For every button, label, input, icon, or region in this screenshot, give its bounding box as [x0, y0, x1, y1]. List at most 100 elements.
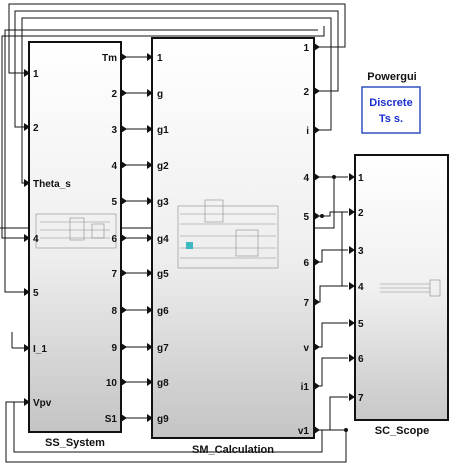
sm-calculation-input-port[interactable]: [147, 125, 153, 133]
ss-system-input-label: 4: [33, 234, 39, 245]
sm-calculation-output-label: i1: [301, 382, 310, 393]
powergui-mode: Discrete: [369, 97, 412, 109]
sc-scope-input-port[interactable]: [349, 319, 355, 327]
sc-scope-input-port[interactable]: [349, 246, 355, 254]
sm-calculation-output-port[interactable]: [314, 212, 320, 220]
powergui-sample-time: Ts s.: [379, 113, 403, 125]
ss-system-input-port[interactable]: [24, 288, 30, 296]
powergui-title: Powergui: [367, 71, 417, 83]
ss-system-output-port[interactable]: [121, 125, 127, 133]
sc-scope-input-port[interactable]: [349, 393, 355, 401]
ss-system-input-label: I_1: [33, 344, 47, 355]
sm-calculation-output-label: v1: [298, 426, 310, 437]
ss-system-output-label: S1: [105, 414, 118, 425]
ss-system-output-label: Tm: [102, 53, 117, 64]
sc-scope-input-port[interactable]: [349, 208, 355, 216]
sm-calculation-input-label: g7: [157, 343, 169, 354]
sm-calculation-input-label: g1: [157, 125, 169, 136]
sc-scope-input-port[interactable]: [349, 282, 355, 290]
ss-system-input-port[interactable]: [24, 398, 30, 406]
sc-scope-title: SC_Scope: [375, 425, 429, 437]
sc-scope-input-port[interactable]: [349, 173, 355, 181]
ss-system-output-label: 9: [111, 343, 117, 354]
sm-calculation-output-port[interactable]: [314, 343, 320, 351]
sm-calculation-title: SM_Calculation: [192, 444, 274, 456]
ss-system-output-port[interactable]: [121, 343, 127, 351]
ss-system-output-label: 7: [111, 269, 117, 280]
sm-calculation-input-label: g3: [157, 197, 169, 208]
ss-system-output-port[interactable]: [121, 89, 127, 97]
sm-calculation-output-label: 5: [303, 212, 309, 223]
sc-scope-input-label: 5: [358, 319, 364, 330]
sm-calculation-input-port[interactable]: [147, 378, 153, 386]
sm-calculation-input-port[interactable]: [147, 269, 153, 277]
sm-calculation-output-label: i: [306, 126, 309, 137]
ss-system-output-port[interactable]: [121, 378, 127, 386]
sm-calculation-input-port[interactable]: [147, 306, 153, 314]
ss-system-input-label: Theta_s: [33, 179, 71, 190]
ss-system-output-port[interactable]: [121, 197, 127, 205]
ss-system-preview: [35, 213, 117, 249]
ss-system-output-port[interactable]: [121, 306, 127, 314]
ss-system-output-port[interactable]: [121, 234, 127, 242]
sc-scope-input-label: 7: [358, 393, 364, 404]
sm-calculation-output-port[interactable]: [314, 43, 320, 51]
ss-system-output-label: 10: [106, 378, 118, 389]
sm-calculation-input-port[interactable]: [147, 53, 153, 61]
ss-system-input-port[interactable]: [24, 123, 30, 131]
ss-system-input-port[interactable]: [24, 179, 30, 187]
ss-system-output-port[interactable]: [121, 269, 127, 277]
powergui-block[interactable]: Powergui Discrete Ts s.: [361, 71, 421, 134]
sm-calculation-input-label: g2: [157, 161, 169, 172]
ss-system-input-port[interactable]: [24, 234, 30, 242]
sm-calculation-input-port[interactable]: [147, 161, 153, 169]
ss-system-output-label: 3: [111, 125, 117, 136]
sc-scope-input-label: 6: [358, 354, 364, 365]
sm-calculation-output-label: 4: [303, 173, 309, 184]
sc-scope-input-label: 2: [358, 208, 364, 219]
sm-calculation-input-port[interactable]: [147, 89, 153, 97]
sm-calculation-output-port[interactable]: [314, 126, 320, 134]
ss-system-input-label: Vpv: [33, 398, 52, 409]
sm-calculation-output-port[interactable]: [314, 258, 320, 266]
ss-system-output-port[interactable]: [121, 161, 127, 169]
sm-calculation-input-label: g: [157, 89, 163, 100]
sm-calculation-output-port[interactable]: [314, 426, 320, 434]
sm-calculation-input-port[interactable]: [147, 197, 153, 205]
ss-system-output-label: 5: [111, 197, 117, 208]
sm-calculation-preview: [177, 199, 279, 269]
sm-calculation-input-label: g5: [157, 269, 169, 280]
sm-calculation-input-port[interactable]: [147, 234, 153, 242]
sm-calculation-input-label: 1: [157, 53, 163, 64]
sm-calculation-input-label: g9: [157, 414, 169, 425]
sm-calculation-output-port[interactable]: [314, 87, 320, 95]
sm-calculation-input-label: g8: [157, 378, 169, 389]
sm-calculation-input-port[interactable]: [147, 343, 153, 351]
ss-system-output-port[interactable]: [121, 53, 127, 61]
sc-scope-input-label: 4: [358, 282, 364, 293]
ss-system-title: SS_System: [45, 437, 105, 449]
sm-calculation-output-port[interactable]: [314, 382, 320, 390]
sm-calculation-output-port[interactable]: [314, 173, 320, 181]
ss-system-input-label: 2: [33, 123, 39, 134]
ss-system-output-label: 8: [111, 306, 117, 317]
sm-calculation-output-label: 2: [303, 87, 309, 98]
sm-calculation-output-label: v: [303, 343, 309, 354]
sm-calculation-output-port[interactable]: [314, 298, 320, 306]
ss-system-input-port[interactable]: [24, 344, 30, 352]
sm-calculation-output-label: 7: [303, 298, 309, 309]
ss-system-input-port[interactable]: [24, 69, 30, 77]
ss-system-output-label: 4: [111, 161, 117, 172]
ss-system-output-port[interactable]: [121, 414, 127, 422]
sm-calculation-input-port[interactable]: [147, 414, 153, 422]
sc-scope-input-port[interactable]: [349, 354, 355, 362]
